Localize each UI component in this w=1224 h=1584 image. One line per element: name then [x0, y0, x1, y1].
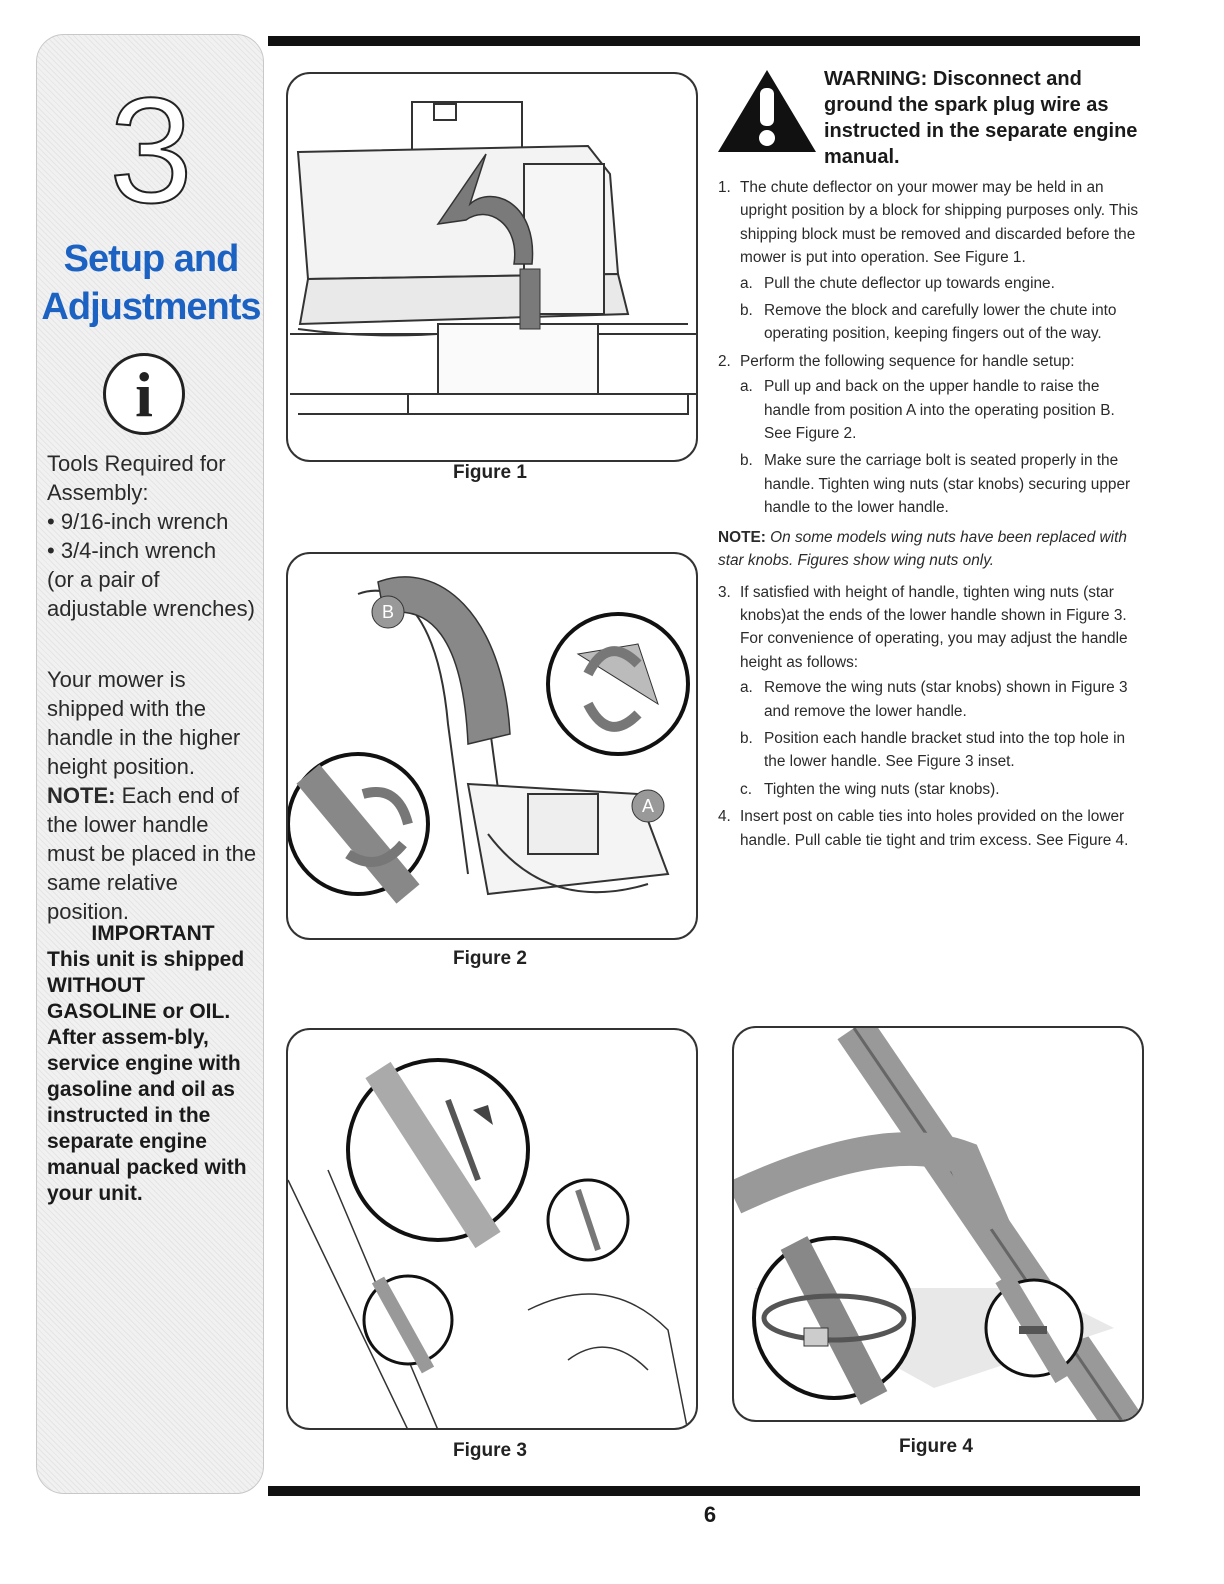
- step-number: 1.: [718, 179, 731, 196]
- substep: c. Tighten the wing nuts (star knobs).: [740, 778, 1146, 801]
- substep-text: Tighten the wing nuts (star knobs).: [764, 780, 1000, 798]
- warning-triangle-icon: [718, 70, 816, 152]
- tools-heading-2: Assembly:: [47, 480, 149, 505]
- position-a-label: A: [642, 796, 654, 816]
- substep-letter: b.: [740, 729, 753, 747]
- handle-setup-drawing: B A: [288, 576, 690, 904]
- figure-1-illustration: [286, 72, 698, 462]
- figure-2-caption: Figure 2: [453, 948, 527, 969]
- substep-text: Position each handle bracket stud into t…: [764, 729, 1126, 771]
- substep-letter: b.: [740, 302, 753, 320]
- substep: a. Remove the wing nuts (star knobs) show…: [740, 676, 1146, 723]
- warning-text: WARNING: Disconnect and ground the spark…: [824, 68, 1138, 168]
- figure-3-illustration: [286, 1028, 698, 1430]
- section-title-line2: Adjustments: [41, 286, 261, 328]
- chapter-number: 3: [108, 66, 193, 234]
- step-number: 3.: [718, 583, 731, 601]
- wing-nut-note: NOTE: On some models wing nuts have been…: [718, 526, 1146, 573]
- important-text: This unit is shipped WITHOUT GASOLINE or…: [47, 948, 247, 1205]
- substep-text: Remove the block and carefully lower the…: [764, 302, 1117, 343]
- section-title: Setup and Adjustments: [37, 235, 265, 331]
- step-number: 4.: [718, 808, 731, 826]
- step-text: Perform the following sequence for handl…: [740, 352, 1075, 370]
- tools-alternative: (or a pair of adjustable wrenches): [47, 567, 255, 621]
- step-3: 3. If satisfied with height of handle, t…: [718, 581, 1146, 675]
- shipped-text: Your mower is shipped with the handle in…: [47, 667, 241, 779]
- shipped-note-label: NOTE:: [47, 783, 116, 808]
- top-rule: [268, 36, 1140, 46]
- handle-height-drawing: [288, 1058, 688, 1428]
- substep-text: Pull the chute deflector up towards engi…: [764, 274, 1055, 292]
- important-notice: IMPORTANT This unit is shipped WITHOUT G…: [47, 921, 259, 1207]
- step-text: The chute deflector on your mower may be…: [740, 179, 1139, 267]
- shipped-info: Your mower is shipped with the handle in…: [47, 665, 262, 926]
- tools-heading-1: Tools Required for: [47, 451, 226, 476]
- figure-1-caption: Figure 1: [453, 462, 527, 483]
- warning-block: WARNING: Disconnect and ground the spark…: [716, 66, 1146, 176]
- figure-4-caption: Figure 4: [899, 1436, 973, 1457]
- substep: b. Remove the block and carefully lower t…: [740, 299, 1146, 346]
- substep-letter: a.: [740, 679, 753, 697]
- figure-4-illustration: [732, 1026, 1144, 1422]
- cable-tie-drawing: [734, 1028, 1141, 1420]
- note-label: NOTE:: [718, 528, 766, 546]
- figure-2-illustration: B A: [286, 552, 698, 940]
- setup-instructions: 1. The chute deflector on your mower may…: [718, 176, 1146, 853]
- chute-deflector-drawing: [290, 101, 696, 415]
- info-glyph: i: [135, 359, 153, 430]
- page-number: 6: [703, 1502, 717, 1527]
- substep-letter: a.: [740, 378, 753, 396]
- position-b-label: B: [382, 602, 394, 622]
- chapter-sidebar: 3 Setup and Adjustments i Tools Required…: [36, 34, 264, 1494]
- step-text: If satisfied with height of handle, tigh…: [740, 583, 1128, 671]
- substep-letter: a.: [740, 274, 753, 292]
- tool-item: 3/4-inch wrench: [47, 536, 262, 565]
- section-title-line1: Setup and: [63, 238, 240, 280]
- important-title: IMPORTANT: [91, 922, 215, 945]
- tools-required: Tools Required for Assembly: 9/16-inch w…: [47, 449, 262, 623]
- bottom-rule: [268, 1486, 1140, 1496]
- step-2: 2. Perform the following sequence for ha…: [718, 350, 1146, 373]
- step-number: 2.: [718, 352, 731, 370]
- figure-3-caption: Figure 3: [453, 1440, 527, 1461]
- substep-letter: b.: [740, 452, 753, 470]
- substep-letter: c.: [740, 780, 752, 798]
- substep: b. Position each handle bracket stud into…: [740, 727, 1146, 774]
- tool-item: 9/16-inch wrench: [47, 507, 262, 536]
- step-text: Insert post on cable ties into holes pro…: [740, 808, 1129, 849]
- note-text: On some models wing nuts have been repla…: [718, 528, 1127, 570]
- substep: b. Make sure the carriage bolt is seated …: [740, 449, 1146, 519]
- substep: a. Pull the chute deflector up towards en…: [740, 272, 1146, 295]
- substep-text: Remove the wing nuts (star knobs) shown …: [764, 679, 1128, 720]
- substep: a. Pull up and back on the upper handle t…: [740, 375, 1146, 445]
- info-icon: i: [103, 353, 185, 435]
- substep-text: Pull up and back on the upper handle to …: [764, 378, 1115, 443]
- substep-text: Make sure the carriage bolt is seated pr…: [764, 452, 1131, 517]
- step-4: 4. Insert post on cable ties into holes …: [718, 805, 1146, 852]
- step-1: 1. The chute deflector on your mower may…: [718, 176, 1146, 270]
- shipped-note-text: Each end of the lower handle must be pla…: [47, 783, 257, 924]
